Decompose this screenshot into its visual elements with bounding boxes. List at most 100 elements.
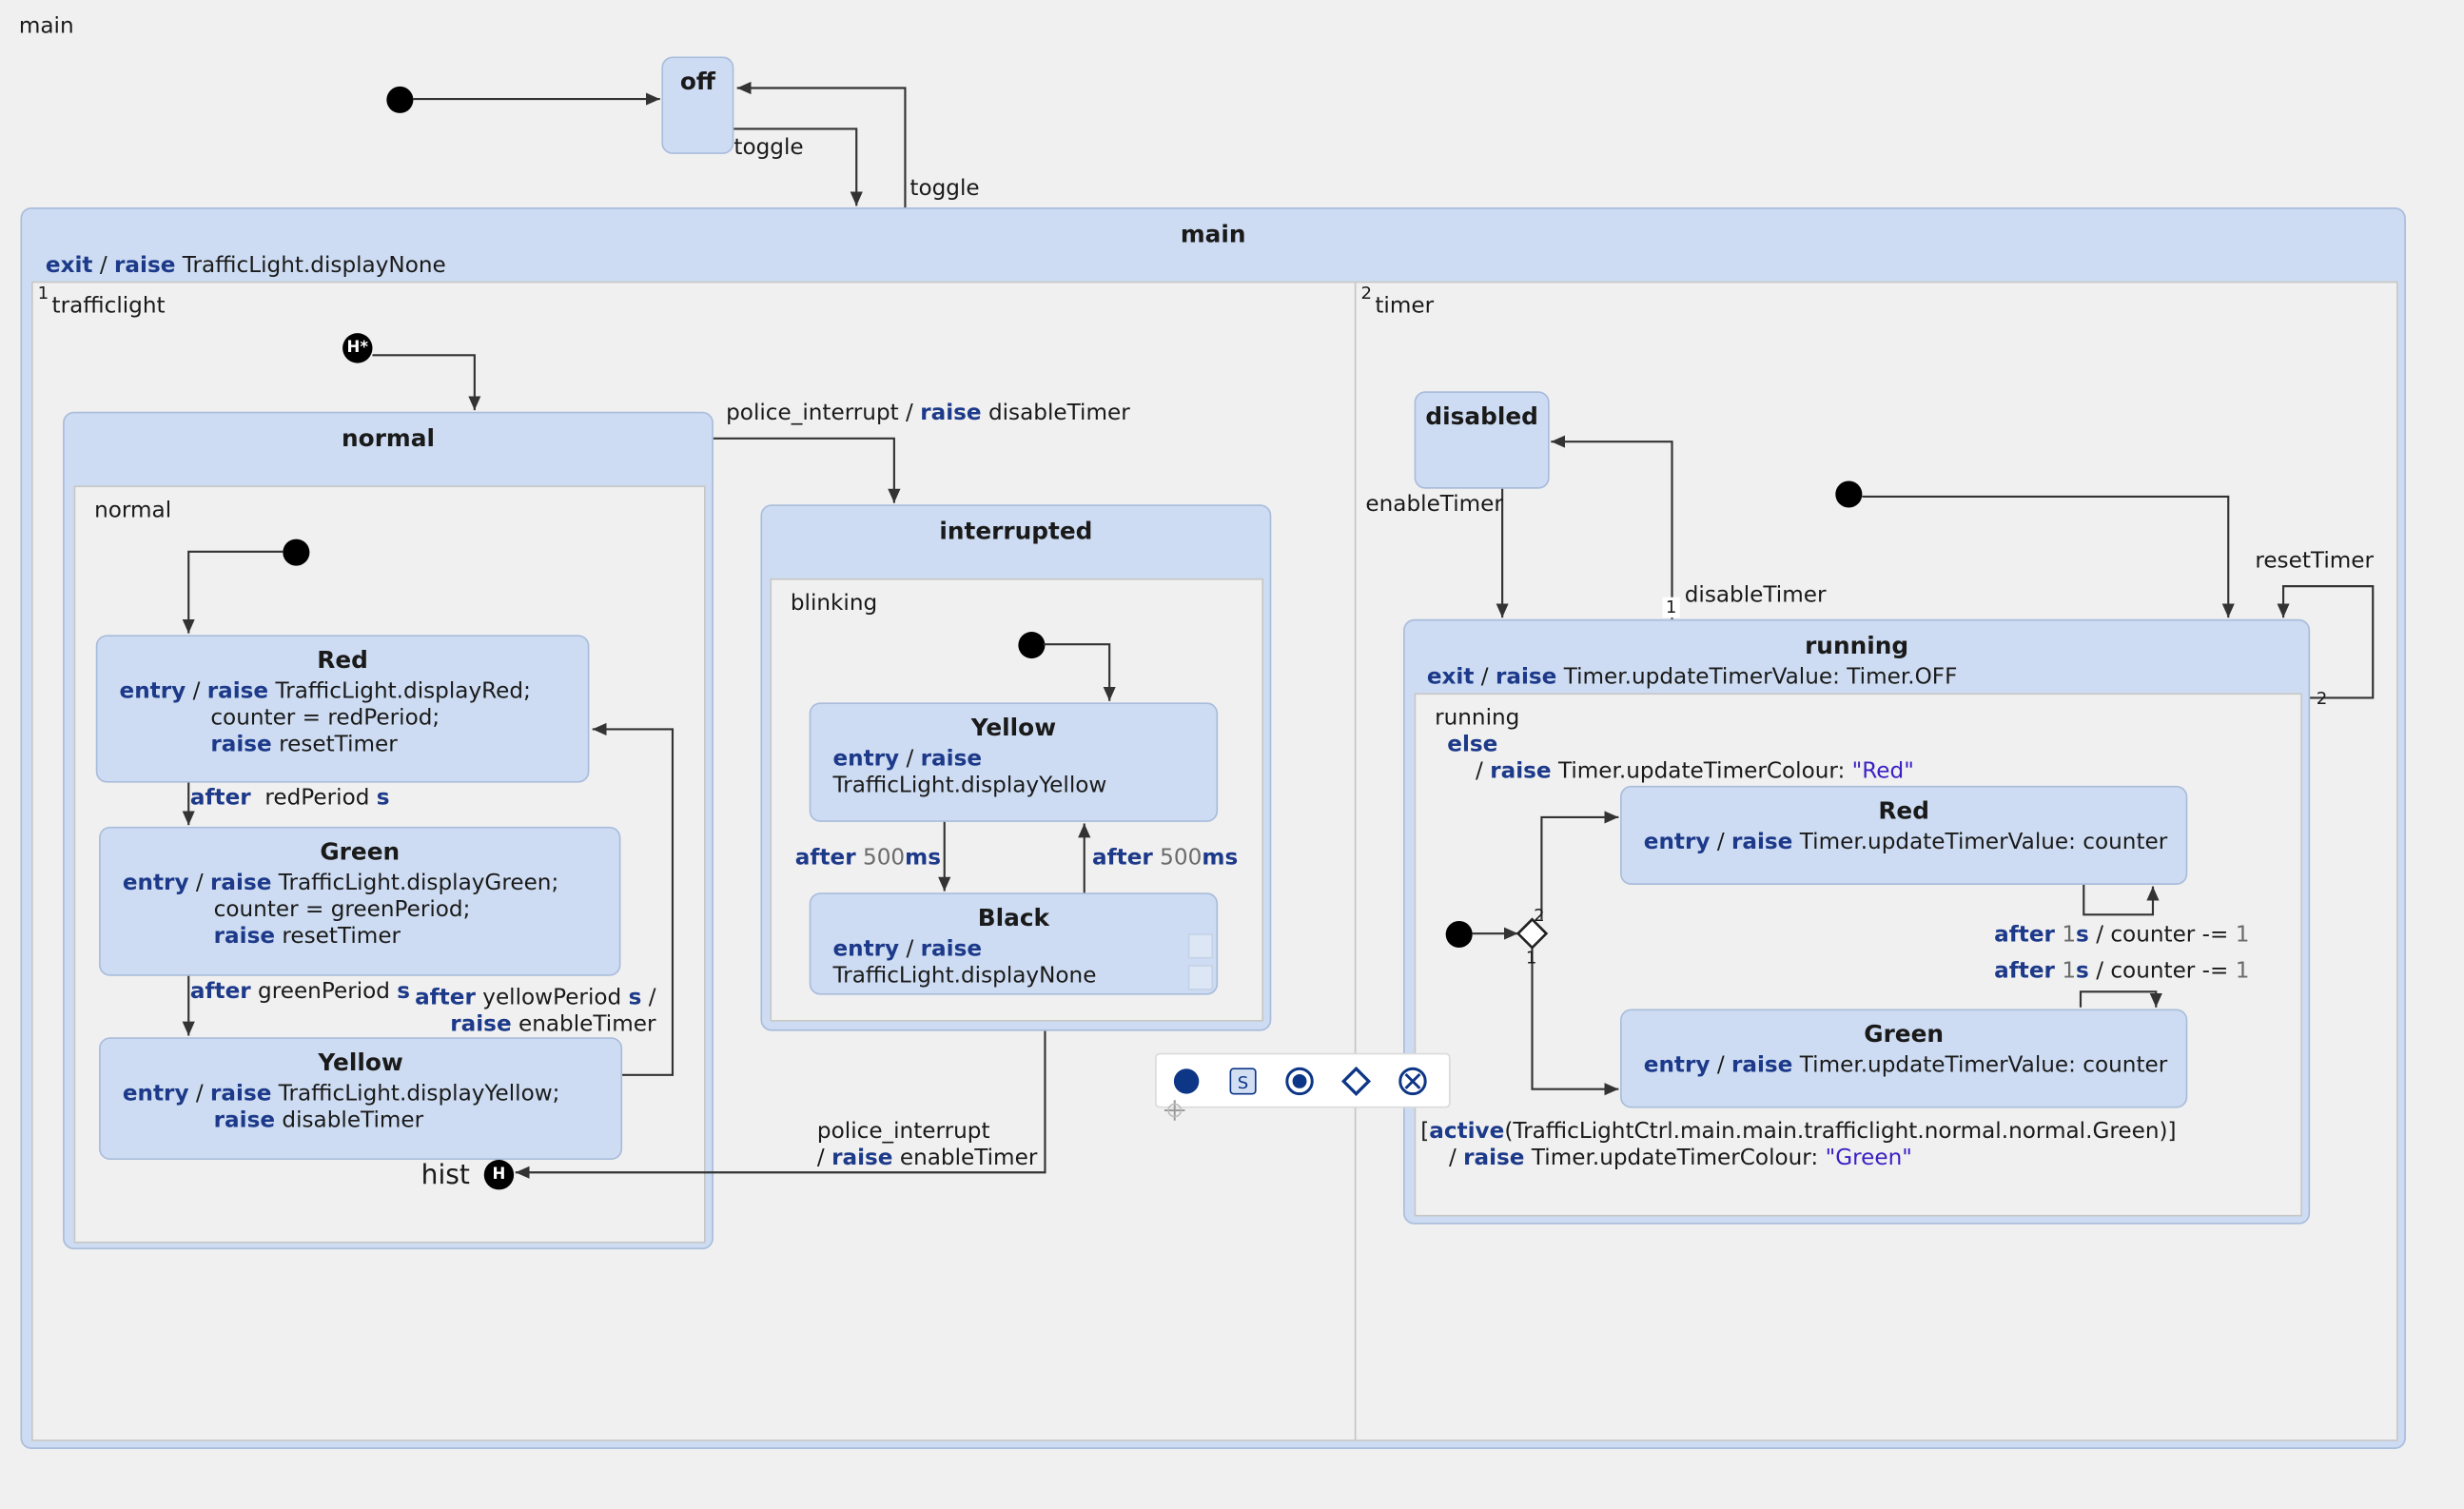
edge-init-to-blink-yellow[interactable]	[1043, 643, 1116, 701]
state-disabled-name: disabled	[1425, 402, 1538, 431]
edge-choice-to-red[interactable]	[1540, 811, 1619, 920]
edge-running-self-reset[interactable]	[2277, 585, 2375, 699]
label-after-500ms-down: after 500ms	[794, 845, 942, 872]
label-reset-timer: resetTimer	[2255, 548, 2375, 574]
label-after-500ms-up: after 500ms	[1092, 845, 1239, 872]
region-trafficlight-label: trafficlight	[51, 293, 166, 320]
initial-state-top[interactable]	[386, 86, 414, 113]
label-toggle-off: toggle	[909, 176, 980, 202]
edge-init-to-red[interactable]	[182, 550, 284, 634]
edge-normal-to-interrupted[interactable]	[713, 437, 901, 503]
edge-init-to-running[interactable]	[1862, 495, 2235, 618]
state-blink-yellow-entry: entry / raise	[832, 746, 983, 773]
state-blink-black-entry: entry / raise	[832, 936, 983, 962]
state-running-name: running	[1805, 632, 1909, 660]
state-main-name: main	[1180, 220, 1246, 248]
edge-running-to-disabled[interactable]	[1551, 435, 1673, 619]
state-green[interactable]: Green entry / raise TrafficLight.display…	[99, 826, 621, 976]
state-normal-name: normal	[342, 423, 435, 453]
state-running-exit-action: exit / raise Timer.updateTimerValue: Tim…	[1426, 664, 1958, 691]
state-yellow-entry: entry / raise TrafficLight.displayYellow…	[122, 1081, 560, 1107]
region-blinking-label: blinking	[790, 591, 878, 617]
state-red-name: Red	[317, 645, 368, 675]
label-police-interrupt-disable: police_interrupt / raise disableTimer	[726, 401, 1130, 426]
state-icon[interactable]: S	[1227, 1066, 1259, 1097]
region-normal-inner-label: normal	[94, 498, 172, 524]
region-running-inner-label: running	[1435, 705, 1520, 732]
label-after-yellowperiod: after yellowPeriod s / raise enableTimer	[415, 985, 656, 1038]
choice-icon[interactable]	[1340, 1066, 1372, 1097]
region-running-inner	[1414, 693, 2302, 1217]
state-blink-black[interactable]: Black entry / raise TrafficLight.display…	[809, 892, 1219, 995]
state-off-name: off	[679, 68, 715, 96]
edge-yellow-to-red[interactable]	[592, 722, 675, 1076]
state-timer-red-name: Red	[1878, 796, 1929, 826]
state-blink-black-action: TrafficLight.displayNone	[832, 963, 1097, 989]
state-yellow[interactable]: Yellow entry / raise TrafficLight.displa…	[99, 1037, 623, 1161]
edge-timer-red-self[interactable]	[2083, 884, 2160, 916]
label-police-interrupt-enable: police_interrupt / raise enableTimer	[816, 1119, 1038, 1171]
priority-1a: 1	[1665, 597, 1677, 618]
state-green-entry: entry / raise TrafficLight.displayGreen;	[122, 871, 559, 896]
state-disabled[interactable]: disabled	[1414, 391, 1550, 489]
state-blink-yellow[interactable]: Yellow entry / raise TrafficLight.displa…	[809, 702, 1219, 822]
history-label: hist	[420, 1160, 470, 1192]
state-timer-red-entry: entry / raise Timer.updateTimerValue: co…	[1643, 830, 2168, 855]
edge-choice-to-green[interactable]	[1531, 948, 1619, 1096]
label-after-redperiod: after redPeriod s	[189, 785, 390, 812]
state-blink-yellow-name: Yellow	[970, 713, 1057, 742]
initial-state-icon[interactable]	[1171, 1066, 1203, 1097]
state-yellow-name: Yellow	[318, 1048, 403, 1077]
edge-timer-green-self[interactable]	[2079, 990, 2162, 1008]
edge-interrupted-to-hist[interactable]	[515, 1030, 1046, 1179]
edge-main-to-off[interactable]	[736, 81, 907, 208]
label-red-self: after 1s / counter -= 1	[1994, 922, 2250, 949]
priority-1a-bg	[1662, 597, 1680, 618]
region-timer-label: timer	[1375, 293, 1435, 320]
label-green-self: after 1s / counter -= 1	[1994, 958, 2250, 985]
edge-deephist-to-normal[interactable]	[372, 354, 481, 411]
priority-2a: 2	[2316, 688, 2328, 709]
label-toggle-on: toggle	[733, 135, 804, 161]
region-timer-index: 2	[1360, 283, 1373, 304]
state-red-line2: counter = redPeriod;	[210, 705, 440, 732]
state-red[interactable]: Red entry / raise TrafficLight.displayRe…	[95, 635, 590, 783]
element-palette: S	[1155, 1052, 1451, 1108]
label-active-guard: [active(TrafficLightCtrl.main.main.traff…	[1420, 1119, 2177, 1171]
initial-state-timer[interactable]	[1835, 480, 1863, 508]
state-green-name: Green	[320, 837, 401, 867]
state-timer-green-entry: entry / raise Timer.updateTimerValue: co…	[1643, 1052, 2168, 1079]
label-else-red: else / raise Timer.updateTimerColour: "R…	[1447, 732, 1914, 785]
state-red-entry: entry / raise TrafficLight.displayRed;	[119, 678, 531, 705]
state-blink-black-name: Black	[977, 903, 1050, 932]
initial-state-normal[interactable]	[283, 539, 310, 566]
state-yellow-line2: raise disableTimer	[213, 1107, 424, 1133]
label-after-greenperiod: after greenPeriod s	[189, 979, 411, 1005]
state-interrupted-name: interrupted	[939, 517, 1093, 546]
final-state-icon[interactable]	[1284, 1066, 1316, 1097]
state-blink-yellow-action: TrafficLight.displayYellow	[832, 773, 1107, 799]
svg-text:S: S	[1238, 1073, 1249, 1093]
resize-handle-bottom[interactable]	[1187, 965, 1214, 990]
initial-state-running[interactable]	[1445, 920, 1473, 949]
state-red-line3: raise resetTimer	[210, 732, 398, 758]
shallow-history-icon[interactable]: H	[483, 1160, 515, 1190]
state-timer-green-name: Green	[1864, 1020, 1945, 1048]
state-green-line3: raise resetTimer	[213, 924, 401, 950]
initial-state-blinking[interactable]	[1018, 632, 1046, 659]
priority-2b: 2	[1534, 905, 1545, 926]
move-cursor-icon	[1164, 1100, 1185, 1121]
diagram-title: main	[18, 13, 74, 40]
edge-off-to-main[interactable]	[733, 127, 863, 206]
choice-node[interactable]	[1516, 917, 1549, 950]
resize-handle-top[interactable]	[1187, 933, 1214, 959]
region-trafficlight-index: 1	[37, 283, 49, 304]
state-main-exit-action: exit / raise TrafficLight.displayNone	[45, 252, 446, 279]
state-timer-red[interactable]: Red entry / raise Timer.updateTimerValue…	[1620, 785, 2188, 885]
state-off[interactable]: off	[661, 56, 734, 154]
exit-icon[interactable]	[1397, 1066, 1428, 1097]
state-timer-green[interactable]: Green entry / raise Timer.updateTimerVal…	[1620, 1009, 2188, 1108]
deep-history-icon[interactable]: H*	[342, 333, 373, 363]
